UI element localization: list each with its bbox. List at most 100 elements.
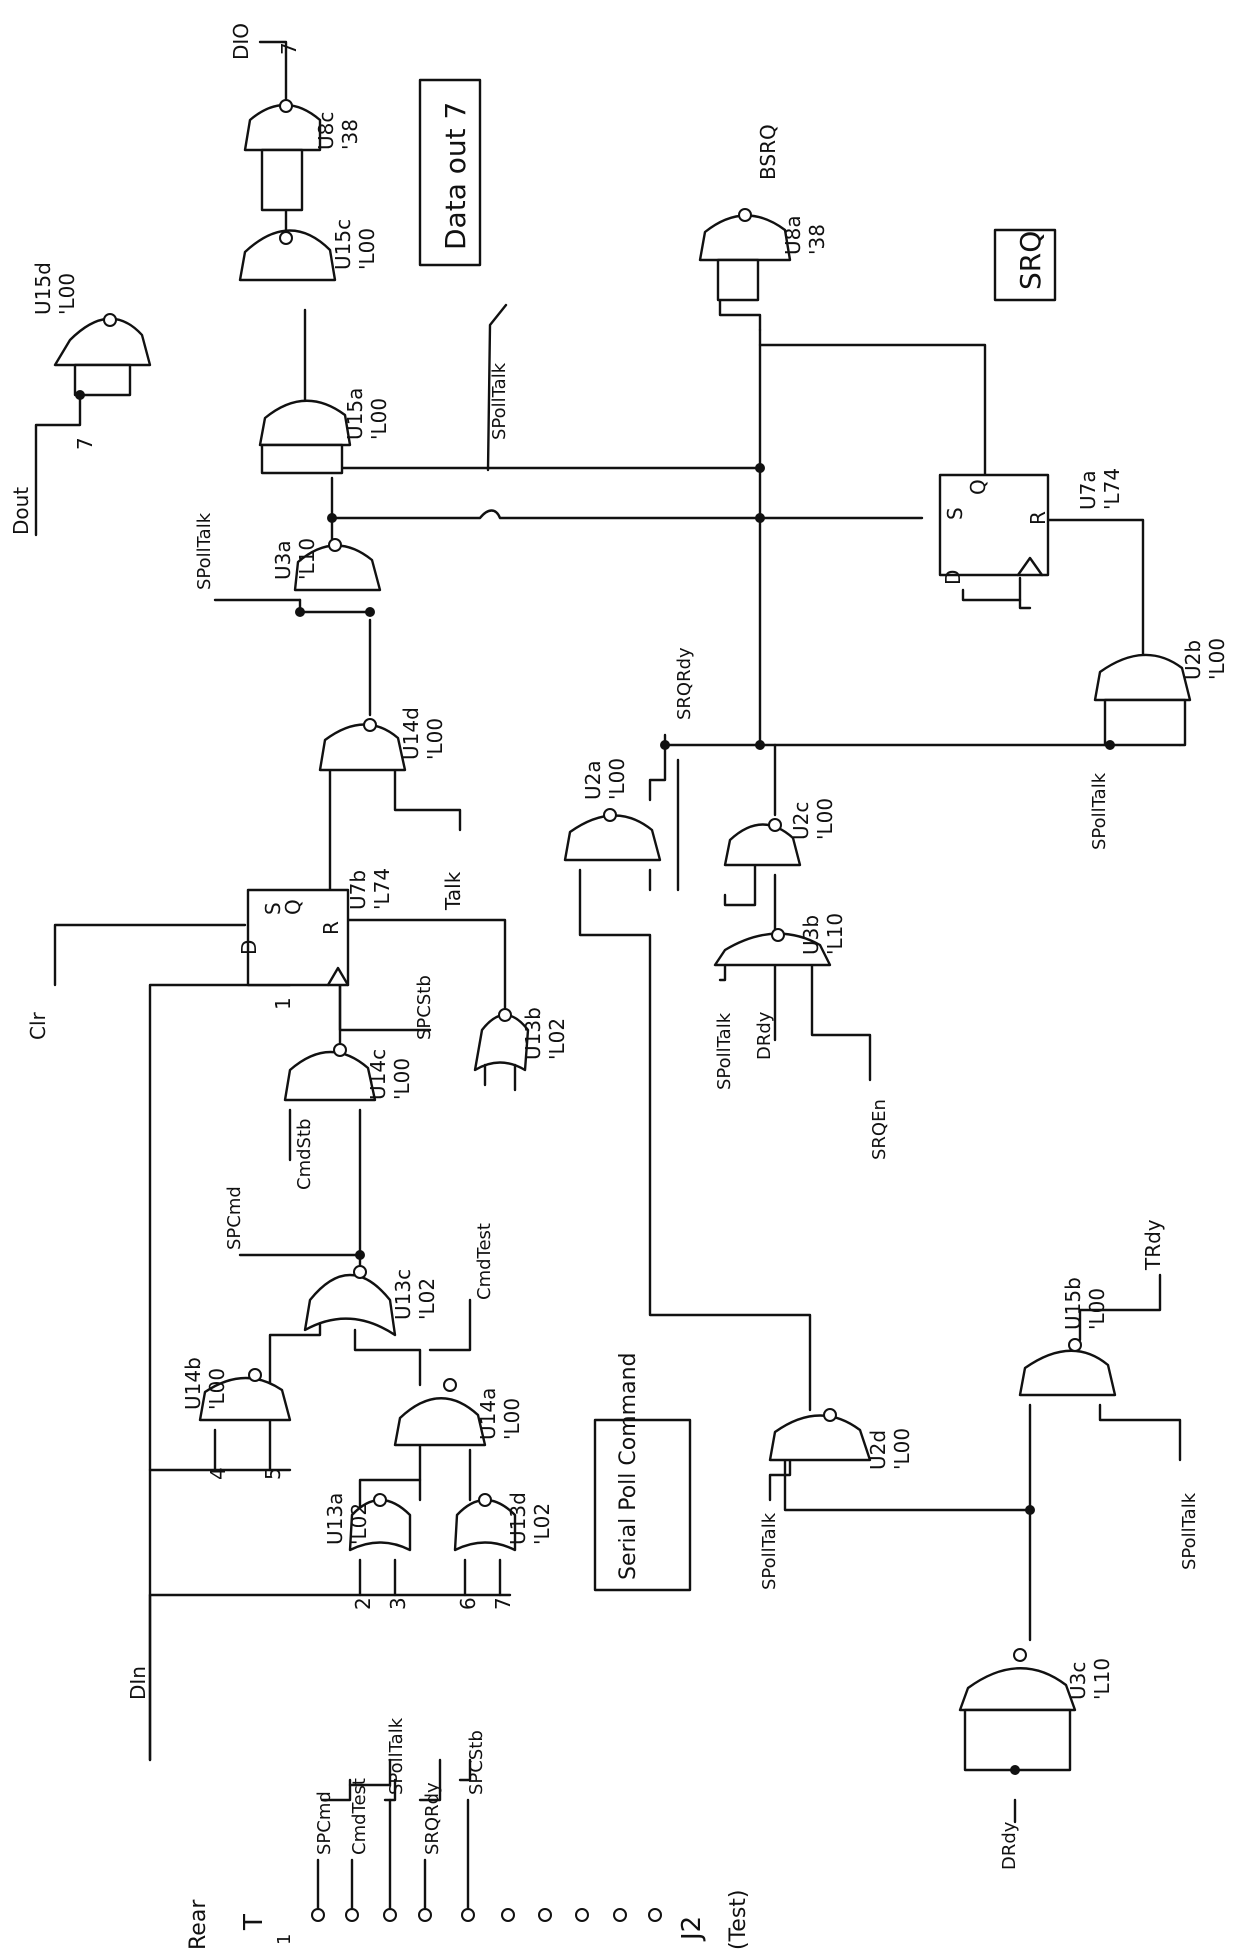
label-clr: Clr — [26, 1011, 50, 1040]
gate-U14c — [283, 1043, 377, 1102]
ff-U7a-pin-s: S — [943, 507, 967, 520]
connector-title: Rear — [186, 1899, 211, 1950]
comp-U15a: U15a'L00 — [343, 388, 391, 440]
gate-U13c — [303, 1265, 397, 1337]
component-labels: U8c'38 U15c'L00 U15d'L00 U15a'L00 U3a'L1… — [31, 112, 1229, 1700]
comp-U13d: U13d'L02 — [506, 1492, 554, 1545]
gate-U14b — [198, 1368, 292, 1422]
gate-U13b — [473, 1008, 530, 1092]
label-srqen: SRQEn — [869, 1099, 890, 1160]
label-dout: Dout — [9, 487, 33, 535]
comp-U14b: U14b'L00 — [181, 1357, 229, 1410]
title-srq: SRQ — [1014, 231, 1047, 290]
label-talk: Talk — [441, 871, 465, 911]
label-spolltalk-2: SPollTalk — [194, 512, 215, 590]
comp-U2b: U2b'L00 — [1181, 638, 1229, 680]
comp-U2a: U2a'L00 — [581, 758, 629, 800]
gate-U15a — [258, 399, 352, 475]
title-data-out-7: Data out 7 — [439, 102, 472, 250]
pin-2: 2 — [351, 1597, 375, 1610]
gate-U3a — [293, 538, 382, 592]
gate-U8c — [243, 99, 322, 212]
pin-4: 4 — [206, 1467, 230, 1480]
comp-U3a: U3a'L10 — [271, 538, 319, 580]
title-serial-poll: Serial Poll Command — [616, 1353, 641, 1580]
label-bsrq: BSRQ — [756, 124, 780, 180]
label-drdy-2: DRdy — [999, 1821, 1020, 1870]
comp-U8c: U8c'38 — [314, 112, 362, 150]
pin-6: 6 — [456, 1597, 480, 1610]
ff-U7b-pin-d: D — [237, 940, 261, 955]
gate-U3b — [713, 928, 832, 967]
comp-U2d: U2d'L00 — [866, 1428, 914, 1470]
comp-U15b: U15b'L00 — [1061, 1277, 1109, 1330]
label-spolltalk-1: SPollTalk — [489, 362, 510, 440]
connector-j2: Rear T 1 SPCmd CmdTest SPollTalk SRQRdy … — [186, 1717, 751, 1950]
pin-numbers: 7 7 1 4 5 2 3 6 7 — [73, 42, 515, 1610]
label-din: DIn — [126, 1666, 150, 1700]
pin-3: 3 — [386, 1597, 410, 1610]
connector-pin1: 1 — [274, 1934, 295, 1945]
pin-dio-7: 7 — [277, 42, 301, 55]
ff-U7a: D S Q R — [938, 473, 1050, 585]
label-cmdtest: CmdTest — [474, 1223, 495, 1300]
gate-U2b — [1093, 653, 1192, 747]
gates: D S Q R — [53, 99, 1192, 1772]
gate-U8a — [698, 208, 792, 302]
gate-U2d — [768, 1408, 872, 1462]
label-srqrdy: SRQRdy — [674, 647, 695, 720]
comp-U14c: U14c'L00 — [366, 1049, 414, 1100]
ff-U7b: D S Q R — [237, 888, 350, 987]
comp-U3b: U3b'L10 — [799, 913, 847, 955]
ff-U7b-pin-q: Q — [281, 899, 305, 915]
label-dio: DIO — [229, 23, 253, 60]
gate-U2a — [563, 808, 662, 862]
comp-U2c: U2c'L00 — [789, 798, 837, 840]
ff-U7b-pin-s: S — [261, 902, 285, 915]
wires — [34, 40, 1182, 1824]
connector-tee: T — [239, 1914, 269, 1931]
ff-U7a-pin-q: Q — [966, 479, 990, 495]
label-cmdstb: CmdStb — [294, 1119, 315, 1190]
label-spolltalk-4: SPollTalk — [1179, 1492, 1200, 1570]
comp-U15c: U15c'L00 — [331, 219, 379, 270]
comp-U3c: U3c'L10 — [1066, 1658, 1114, 1700]
comp-U13a: U13a'L02 — [323, 1493, 371, 1545]
comp-U7b: U7b'L74 — [346, 868, 394, 910]
connector-signal-spcmd: SPCmd — [314, 1791, 335, 1855]
title-boxes: Data out 7 SRQ Serial Poll Command — [418, 78, 1057, 1592]
label-trdy: TRdy — [1141, 1219, 1165, 1271]
gate-U14d — [318, 718, 407, 772]
connector-signal-spolltalk: SPollTalk — [386, 1717, 407, 1795]
signal-labels: DIO Dout BSRQ SPollTalk SPollTalk SRQRdy… — [9, 23, 1200, 1870]
comp-U8a: U8a'38 — [781, 215, 829, 255]
pin-dout-7: 7 — [73, 437, 97, 450]
comp-U7a: U7a'L74 — [1076, 468, 1124, 510]
pin-7: 7 — [491, 1597, 515, 1610]
comp-U13b: U13b'L02 — [521, 1007, 569, 1060]
connector-name: J2 — [677, 1916, 707, 1942]
label-spcmd: SPCmd — [224, 1186, 245, 1250]
connector-signal-srqrdy: SRQRdy — [422, 1782, 443, 1855]
gate-U15d — [53, 313, 152, 397]
gate-U13d — [453, 1493, 517, 1552]
pin-5: 5 — [261, 1467, 285, 1480]
ff-U7a-pin-d: D — [941, 570, 965, 585]
ff-U7b-pin-r: R — [319, 921, 343, 935]
gate-U2c — [723, 818, 802, 867]
gate-U15c — [238, 229, 337, 282]
pin-ff-1: 1 — [271, 997, 295, 1010]
connector-signal-cmdtest: CmdTest — [349, 1778, 370, 1855]
junctions — [75, 390, 1115, 1775]
connector-note: (Test) — [726, 1890, 751, 1951]
gate-U13a — [348, 1493, 412, 1552]
connector-signal-spcstb: SPCStb — [466, 1730, 487, 1795]
comp-U14a: U14a'L00 — [476, 1388, 524, 1440]
ff-U7a-pin-r: R — [1026, 511, 1050, 525]
label-drdy: DRdy — [754, 1011, 775, 1060]
comp-U14d: U14d'L00 — [399, 707, 447, 760]
gate-U15b — [1018, 1338, 1117, 1397]
comp-U15d: U15d'L00 — [31, 262, 79, 315]
label-spcstb: SPCStb — [414, 975, 435, 1040]
